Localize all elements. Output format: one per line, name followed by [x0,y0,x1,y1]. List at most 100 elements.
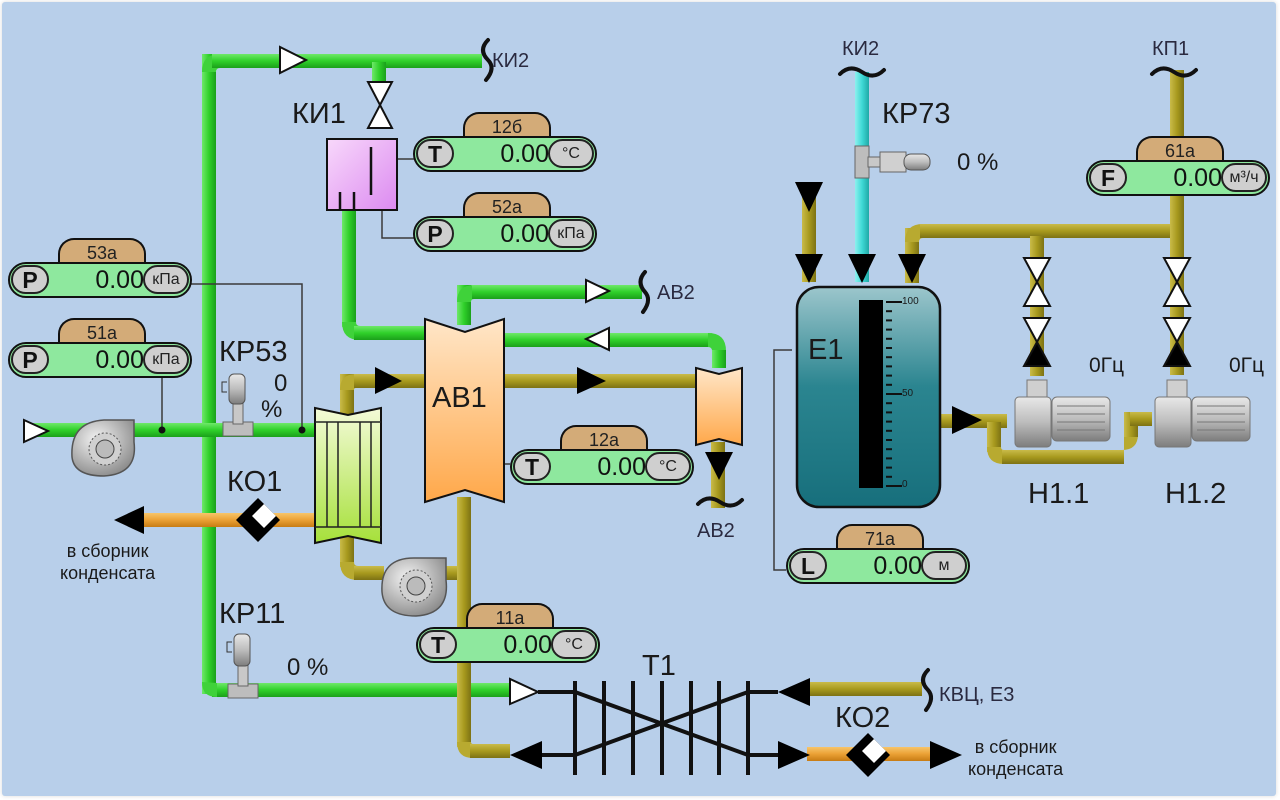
sensor-12b[interactable]: 12б T 0.00 °C [413,112,597,172]
heat-exchanger-t1[interactable] [538,681,778,775]
label-h11: Н1.1 [1028,478,1090,510]
tank-scale-label: 50 [902,388,914,399]
kr53-unit: % [261,396,283,423]
control-valve-kr73[interactable] [854,145,931,179]
arrow-icon [778,678,810,706]
pump-h12[interactable] [1154,379,1251,448]
sensor-unit: кПа [548,219,594,248]
fan-icon[interactable] [381,557,448,617]
label-ki1: КИ1 [292,98,346,130]
condensate-trap-ko1[interactable] [236,498,280,542]
label-av1: АВ1 [432,382,487,414]
note-condensate-right: в сборник конденсата [968,736,1063,780]
tank-level-bar [859,300,883,488]
valve-icon [1022,317,1052,367]
sensor-53a[interactable]: 53а P 0.00 кПа [8,238,192,298]
sensor-tag: 61а [1136,136,1224,162]
h11-frequency: 0Гц [1089,354,1125,377]
break-icon [638,270,650,314]
sensor-52a[interactable]: 52а P 0.00 кПа [413,192,597,252]
connector-av2-top: АВ2 [657,282,695,304]
connector-ki2-right: КИ2 [492,50,530,72]
control-valve-kr11[interactable] [226,633,259,699]
sensor-value: 0.00 [95,346,144,374]
temperature-icon: T [419,630,457,659]
sensor-unit: °C [645,452,691,481]
condensate-trap-ko2[interactable] [846,733,890,777]
pressure-icon: P [11,345,49,374]
arrow-icon [375,367,402,394]
sensor-unit: м [921,551,967,580]
control-valve-kr53[interactable] [221,373,254,437]
arrow-icon [510,741,542,769]
arrow-icon [114,506,144,534]
sensor-tag: 12б [463,112,551,138]
connector-av2-bottom: АВ2 [697,520,735,542]
tank-scale-label: 100 [902,296,919,307]
level-icon: L [789,551,827,580]
label-kr53: КР53 [219,336,288,368]
fan-icon[interactable] [71,419,136,477]
pressure-icon: P [11,265,49,294]
valve-icon [1022,257,1052,307]
sensor-value: 0.00 [95,266,144,294]
arrow-icon [23,418,51,444]
sensor-61a[interactable]: 61а F 0.00 м³/ч [1086,136,1270,196]
sensor-body: T 0.00 °C [510,449,694,485]
temperature-icon: T [513,452,551,481]
break-icon [696,496,744,508]
sensor-tag: 12а [560,425,648,451]
sensor-value: 0.00 [1173,164,1222,192]
arrow-icon [930,741,962,769]
sensor-12a[interactable]: 12а T 0.00 °C [510,425,694,485]
connector-ki2-top: КИ2 [842,38,880,60]
flow-icon: F [1089,163,1127,192]
absorber-av1[interactable] [424,317,505,504]
break-icon [921,668,933,712]
note-line: в сборник [974,737,1057,757]
arrow-icon [279,45,309,75]
arrow-icon [898,254,926,283]
label-kr11: КР11 [219,598,286,630]
sensor-11a[interactable]: 11а T 0.00 °C [416,603,600,663]
sensor-tag: 52а [463,192,551,218]
sensor-71a[interactable]: 71а L 0.00 м [786,524,970,584]
kr11-value: 0 % [287,654,329,681]
kr73-value: 0 % [957,149,999,176]
tank-e1[interactable] [795,285,942,509]
sensor-tag: 11а [466,603,554,629]
break-icon [481,38,494,82]
sensor-value: 0.00 [500,220,549,248]
valve-icon [366,81,394,129]
sensor-value: 0.00 [597,453,646,481]
arrow-icon [848,254,876,283]
sensor-body: P 0.00 кПа [8,342,192,378]
valve-icon [1162,317,1192,367]
arrow-icon [585,278,612,304]
label-h12: Н1.2 [1165,478,1227,510]
sensor-tag: 53а [58,238,146,264]
heat-exchanger[interactable] [314,406,382,545]
sensor-tag: 71а [836,524,924,550]
cooler-unit[interactable] [695,366,743,447]
gate-valves [366,81,1192,367]
steam-separator-ki1[interactable] [326,138,398,211]
label-ko1: КО1 [227,466,283,498]
arrow-icon [795,182,823,212]
sensor-body: P 0.00 кПа [413,216,597,252]
arrow-icon [795,254,823,283]
sensor-unit: кПа [143,265,189,294]
sensor-unit: °C [548,139,594,168]
pump-h11[interactable] [1014,379,1111,448]
note-line: конденсата [968,759,1064,779]
sensor-unit: кПа [143,345,189,374]
sensor-51a[interactable]: 51а P 0.00 кПа [8,318,192,378]
label-e1: Е1 [808,334,844,366]
sensor-value: 0.00 [503,631,552,659]
arrow-icon [577,367,606,394]
connector-kp1: КП1 [1152,38,1190,60]
temperature-icon: T [416,139,454,168]
kr53-value: 0 [274,370,288,397]
